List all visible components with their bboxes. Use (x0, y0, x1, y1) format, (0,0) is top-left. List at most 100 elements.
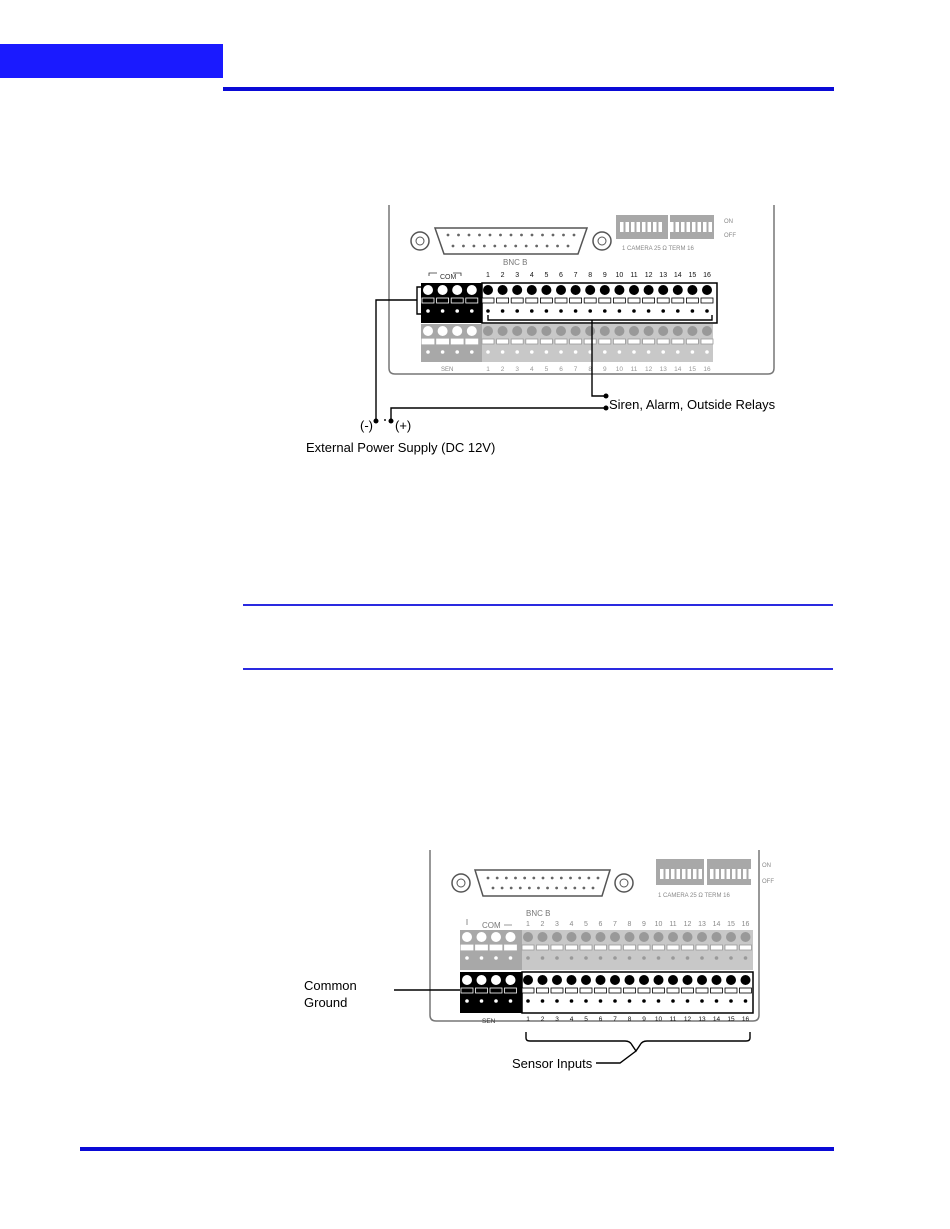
terminal-hole (617, 309, 622, 313)
terminal-number: 14 (713, 921, 721, 928)
figure-sensor-wiring: ON OFF 1 CAMERA 25 Ω TERM 16 BNC B COM 1… (304, 850, 774, 1071)
terminal-screw (437, 285, 448, 295)
db25-pin (486, 876, 490, 880)
terminal-screw (452, 326, 463, 336)
common-ground-label-line1: Common (304, 978, 357, 993)
terminal-clamp (671, 338, 685, 345)
terminal-screw (526, 285, 537, 295)
dip-switch (703, 222, 707, 232)
terminal-screw (599, 285, 610, 295)
db25-pin (551, 233, 555, 237)
terminal-screw (595, 975, 606, 985)
terminal-hole (559, 350, 563, 354)
chapter-tab-block (0, 44, 223, 78)
terminal-hole (494, 956, 498, 960)
terminal-hole (526, 999, 530, 1003)
dip-switch (708, 222, 712, 232)
terminal-screw (466, 285, 477, 295)
terminal-hole (676, 309, 680, 313)
db25-pin (504, 876, 508, 880)
terminal-hole (613, 999, 617, 1003)
terminal-screw (639, 975, 649, 985)
terminal-hole (661, 309, 665, 313)
terminal-number: 16 (742, 921, 750, 928)
terminal-clamp (594, 987, 607, 994)
terminal-clamp (710, 944, 723, 951)
db25-pin (499, 233, 502, 237)
terminal-hole (540, 999, 545, 1003)
terminal-hole (494, 999, 498, 1003)
dip-off-label: OFF (724, 233, 736, 239)
terminal-hole (465, 999, 469, 1003)
terminal-clamp (739, 944, 752, 951)
terminal-hole (555, 999, 559, 1003)
terminal-screw (624, 932, 635, 942)
db25-pin (582, 886, 586, 890)
db25-pin (503, 244, 507, 248)
terminal-clamp (569, 338, 583, 345)
terminal-clamp (554, 338, 568, 345)
terminal-clamp (481, 297, 495, 304)
db25-pin (509, 886, 513, 890)
terminal-number: 14 (713, 1016, 721, 1023)
terminal-hole (656, 999, 661, 1003)
terminal-hole (500, 309, 505, 313)
terminal-hole (705, 309, 709, 313)
db25-pin (596, 876, 600, 880)
terminal-screw (483, 285, 493, 295)
dip-switch (732, 869, 736, 879)
terminal-screw (505, 932, 516, 942)
terminal-clamp (583, 297, 597, 304)
terminal-clamp (627, 297, 641, 304)
terminal-screw (570, 285, 581, 295)
terminal-hole (671, 956, 675, 960)
power-wiring (375, 286, 713, 421)
db25-pin (530, 233, 534, 237)
terminal-number: 4 (530, 366, 534, 373)
terminal-screw (682, 932, 693, 942)
terminal-number: 16 (703, 272, 711, 279)
terminal-clamp (436, 338, 450, 345)
dip-switch (625, 222, 629, 232)
terminal-clamp (579, 944, 593, 951)
terminal-screw (629, 285, 639, 295)
terminal-number: 13 (698, 1016, 706, 1023)
minus-terminal-label: (-) (360, 418, 373, 433)
terminal-clamp (460, 987, 474, 994)
terminal-screw (497, 326, 508, 336)
db25-pin (488, 233, 492, 237)
terminal-screw (476, 932, 487, 942)
terminal-hole (705, 350, 709, 354)
terminal-number: 5 (544, 272, 548, 279)
terminal-clamp (496, 338, 510, 345)
dip-caption: 1 CAMERA 25 Ω TERM 16 (658, 893, 731, 899)
terminal-number: 14 (674, 272, 682, 279)
terminal-clamp (671, 297, 685, 304)
terminal-hole (440, 350, 445, 354)
terminal-number: 13 (659, 272, 667, 279)
terminal-clamp (612, 297, 626, 304)
terminal-number: 10 (655, 1016, 663, 1023)
db25-pin (523, 876, 527, 880)
terminal-clamp (666, 987, 680, 994)
db25-pin (550, 876, 554, 880)
terminal-screw (585, 326, 596, 336)
db25-pin (587, 876, 591, 880)
terminal-number: 5 (584, 921, 588, 928)
terminal-screw (682, 975, 693, 985)
terminal-screw (740, 932, 751, 942)
terminal-number: 7 (613, 921, 617, 928)
db25-pin (541, 876, 545, 880)
db25-pin (451, 244, 455, 248)
terminal-hole (573, 309, 578, 313)
terminal-hole (500, 350, 505, 354)
terminal-number: 6 (599, 921, 603, 928)
db25-pin (500, 886, 504, 890)
db25-pin (535, 244, 539, 248)
dip-switch (687, 869, 691, 879)
terminal-screw (581, 975, 591, 985)
terminal-number: 9 (603, 272, 607, 279)
terminal-clamp (656, 297, 670, 304)
terminal-clamp (710, 987, 723, 994)
terminal-clamp (685, 297, 699, 304)
